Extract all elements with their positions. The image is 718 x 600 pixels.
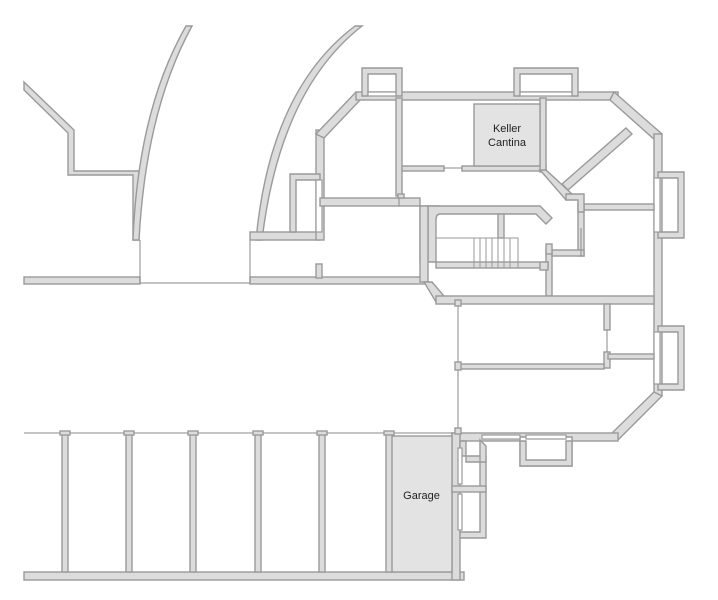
- north-bay-right: [513, 67, 579, 97]
- room-label-garage: Garage: [391, 489, 452, 503]
- east-bay-upper: [653, 171, 685, 239]
- keller-room: [473, 103, 541, 167]
- staircase: [436, 213, 553, 271]
- door-nubs: [397, 193, 462, 435]
- parking-dividers: [59, 430, 395, 573]
- garage-area: [23, 432, 465, 581]
- east-bay-lower: [653, 325, 685, 391]
- room-label-keller-line2: Cantina: [488, 137, 526, 149]
- south-annex: [451, 434, 573, 539]
- west-bay: [289, 173, 323, 233]
- arch-left: [132, 25, 194, 241]
- arch-right: [255, 25, 365, 241]
- thin-partitions: [398, 167, 608, 430]
- left-upper-wall: [23, 80, 140, 241]
- room-label-garage-line1: Garage: [403, 490, 440, 502]
- room-label-keller: Keller Cantina: [474, 122, 540, 150]
- room-label-keller-line1: Keller: [492, 123, 522, 135]
- upper-corridor-wall: [23, 240, 427, 285]
- north-bay-left: [361, 67, 403, 97]
